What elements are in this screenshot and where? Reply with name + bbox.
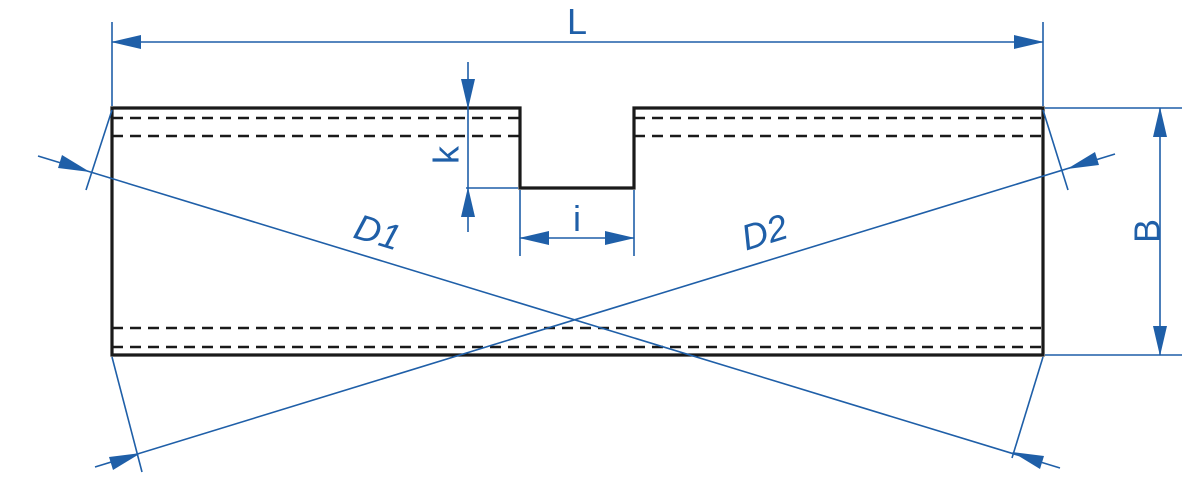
arrowhead-d1-start [58,155,90,172]
extension-line-d1-start [85,109,113,191]
dimension-line-d2 [94,153,1116,468]
arrowhead-d1-end [1012,452,1044,469]
arrowhead-d2-end [1067,152,1099,169]
extension-line-d2-end [111,356,143,473]
label-d2: D2 [736,206,792,259]
dimension-line-d1 [37,155,1061,469]
arrowhead-d2-start [109,453,141,470]
part-outline [110,106,1045,357]
label-d1: D1 [350,206,406,259]
label-b: B [1127,219,1168,243]
extension-line-d1-end [1011,356,1044,459]
extension-line-d2-start [1042,109,1069,191]
label-l: L [567,1,587,42]
label-i: i [573,198,581,239]
label-k: k [426,145,467,164]
